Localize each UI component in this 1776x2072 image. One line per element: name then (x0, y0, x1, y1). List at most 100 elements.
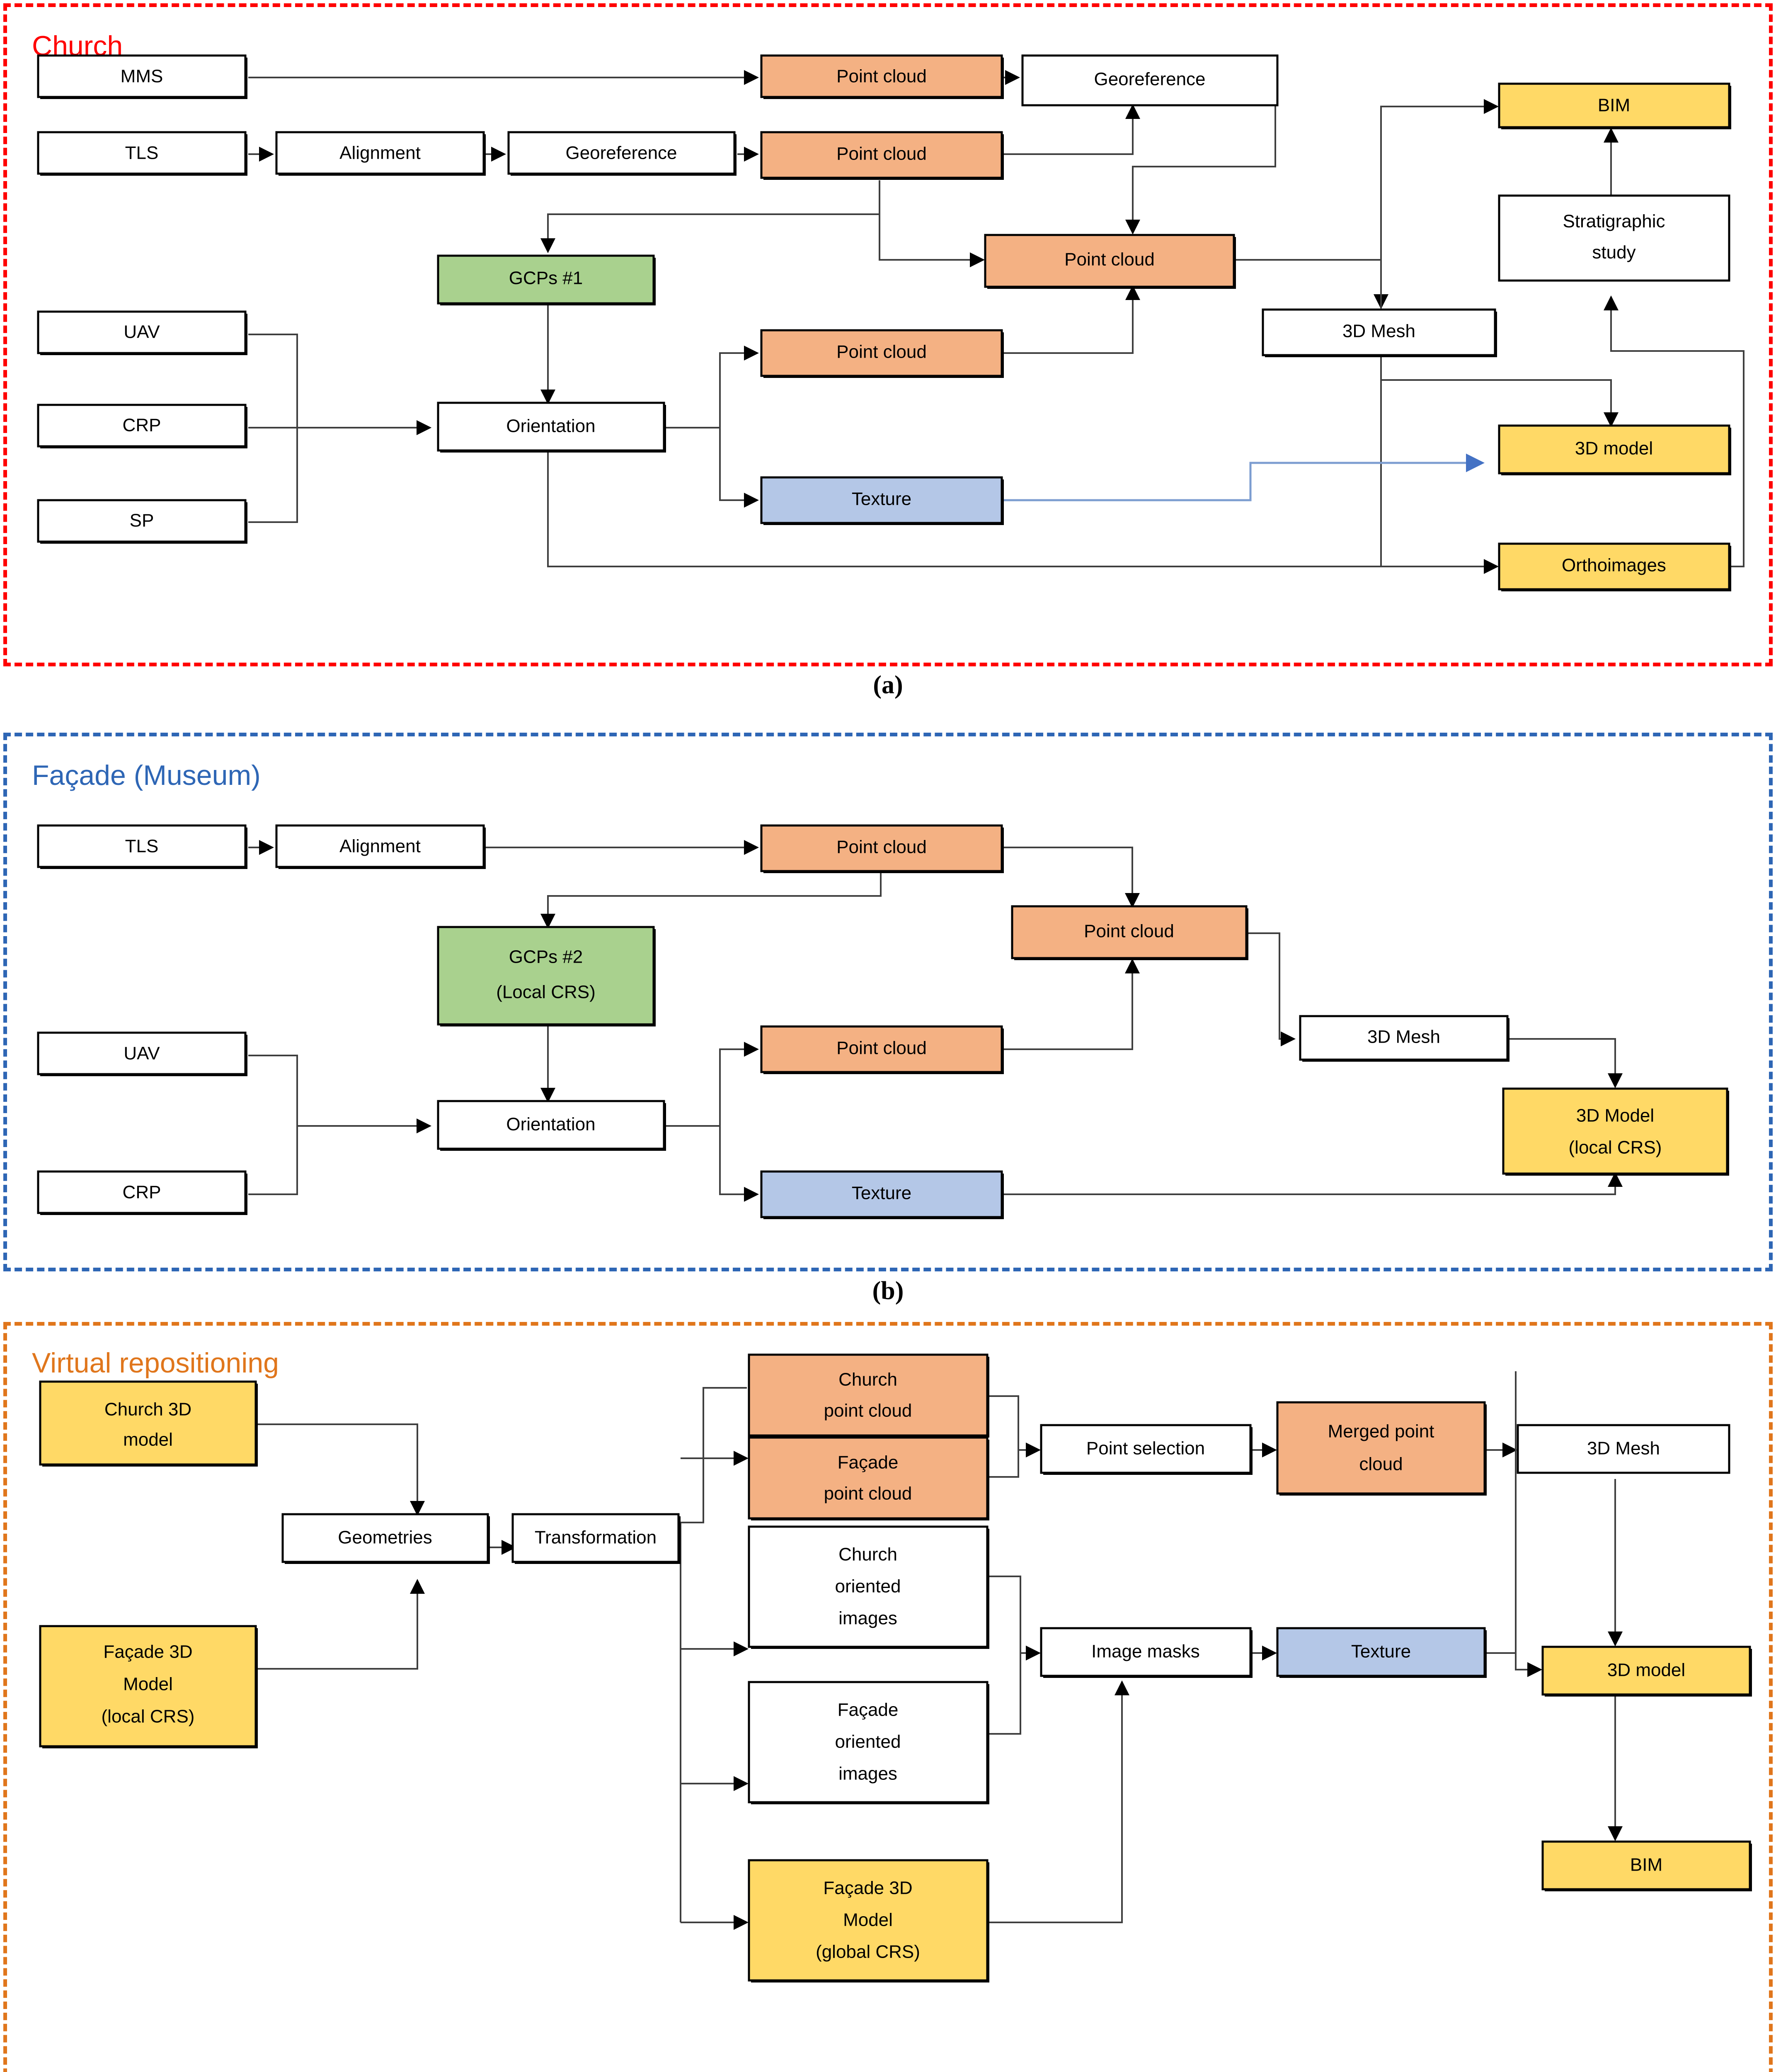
caption-b: (b) (872, 1277, 904, 1305)
node-3d-model-b-label-2: (local CRS) (1569, 1138, 1662, 1158)
node-texture[interactable] (760, 476, 1003, 524)
node-uav-b[interactable] (37, 1031, 247, 1075)
node-uav-label: UAV (124, 322, 160, 342)
node-3d-mesh[interactable] (1262, 308, 1496, 356)
node-sp[interactable] (37, 499, 247, 543)
node-gcps-2[interactable] (437, 926, 655, 1026)
node-merged-point-cloud-label-2: cloud (1359, 1454, 1403, 1474)
node-point-cloud-photo-b[interactable] (760, 1025, 1003, 1073)
node-bim-label: BIM (1598, 95, 1630, 116)
node-tls-b[interactable] (37, 824, 247, 868)
node-bim-c-label: BIM (1630, 1855, 1662, 1875)
node-church-3d-model-label-2: model (123, 1430, 173, 1450)
node-merged-point-cloud[interactable] (1276, 1401, 1486, 1495)
node-church-oriented-images[interactable] (748, 1525, 989, 1648)
node-texture-b[interactable] (760, 1170, 1003, 1218)
node-facade-oriented-images[interactable] (748, 1681, 989, 1803)
node-sp-label: SP (130, 511, 154, 531)
node-point-cloud-merged-b[interactable] (1011, 905, 1248, 959)
node-crp-label: CRP (123, 415, 161, 436)
node-crp-b[interactable] (37, 1170, 247, 1214)
node-orthoimages[interactable] (1498, 542, 1730, 591)
node-facade-3d-model-global-label-3: (global CRS) (816, 1942, 920, 1962)
node-facade-3d-model-global-label-1: Façade 3D (823, 1878, 912, 1898)
node-mms[interactable] (37, 54, 247, 98)
node-facade-3d-model-global[interactable] (748, 1859, 989, 1982)
node-3d-model-b[interactable] (1502, 1087, 1728, 1175)
node-geometries[interactable] (281, 1513, 489, 1563)
node-stratigraphic-study-label-2: study (1592, 242, 1635, 263)
node-texture-c-label: Texture (1351, 1641, 1411, 1662)
panel-title-virtual: Virtual repositioning (32, 1347, 279, 1379)
node-point-selection[interactable] (1040, 1424, 1252, 1474)
node-point-cloud-photo[interactable] (760, 329, 1003, 377)
node-georeference-tls[interactable] (507, 131, 736, 175)
node-merged-point-cloud-label-1: Merged point (1328, 1421, 1434, 1442)
panel-title-facade: Façade (Museum) (32, 760, 261, 791)
node-church-3d-model-label-1: Church 3D (104, 1399, 191, 1420)
node-texture-label: Texture (852, 489, 911, 509)
node-point-cloud-mms[interactable] (760, 54, 1003, 98)
node-3d-model[interactable] (1498, 424, 1730, 474)
node-alignment[interactable] (275, 131, 485, 175)
node-point-selection-label: Point selection (1086, 1438, 1205, 1459)
node-mms-label: MMS (121, 66, 163, 87)
panel-virtual: Virtual repositioning (3, 1322, 1773, 2072)
node-facade-oriented-images-label-2: oriented (835, 1732, 901, 1752)
node-church-oriented-images-label-2: oriented (835, 1576, 901, 1597)
node-3d-mesh-c[interactable] (1517, 1424, 1730, 1474)
node-facade-point-cloud[interactable] (748, 1436, 989, 1520)
facade-connectors (248, 840, 1623, 1202)
node-point-cloud-merged[interactable] (984, 234, 1235, 288)
node-texture-c[interactable] (1276, 1627, 1486, 1677)
node-church-point-cloud-label-2: point cloud (824, 1401, 912, 1421)
facade-nodes: TLS Alignment Point cloud GCPs #2 (Local… (37, 824, 1729, 1219)
node-gcps-1[interactable] (437, 254, 655, 305)
node-facade-3d-model-local-label-3: (local CRS) (102, 1706, 195, 1727)
node-church-point-cloud-label-1: Church (838, 1370, 897, 1390)
node-bim[interactable] (1498, 82, 1730, 128)
church-flow-svg: MMS TLS Alignment Georeference Point clo… (37, 54, 1745, 591)
church-connectors (248, 70, 1745, 574)
panel-facade: Façade (Museum) (3, 733, 1773, 1271)
node-crp[interactable] (37, 404, 247, 448)
node-geometries-label: Geometries (338, 1527, 432, 1548)
node-3d-model-c[interactable] (1541, 1646, 1751, 1696)
node-alignment-b[interactable] (275, 824, 485, 868)
node-orientation[interactable] (437, 402, 665, 452)
node-georeference-merge[interactable] (1021, 54, 1279, 107)
node-uav-b-label: UAV (124, 1043, 160, 1064)
node-church-3d-model[interactable] (39, 1380, 257, 1466)
node-3d-model-b-label-1: 3D Model (1576, 1106, 1654, 1126)
node-facade-point-cloud-label-1: Façade (838, 1452, 899, 1473)
node-point-cloud-tls-b-label: Point cloud (836, 837, 927, 857)
node-gcps-2-label-1: GCPs #2 (509, 947, 583, 967)
node-church-point-cloud[interactable] (748, 1353, 989, 1437)
node-stratigraphic-study[interactable] (1498, 194, 1730, 282)
node-bim-c[interactable] (1541, 1840, 1751, 1890)
node-3d-model-label: 3D model (1575, 438, 1653, 459)
node-image-masks-label: Image masks (1091, 1641, 1200, 1662)
node-uav[interactable] (37, 310, 247, 354)
panel-church: Church (3, 3, 1773, 666)
node-image-masks[interactable] (1040, 1627, 1252, 1677)
node-crp-b-label: CRP (123, 1182, 161, 1203)
node-tls[interactable] (37, 131, 247, 175)
node-facade-3d-model-local[interactable] (39, 1625, 257, 1748)
node-facade-oriented-images-label-1: Façade (838, 1700, 899, 1720)
node-facade-3d-model-local-label-2: Model (123, 1674, 173, 1694)
node-orientation-b[interactable] (437, 1100, 665, 1150)
node-point-cloud-tls-b[interactable] (760, 824, 1003, 872)
node-point-cloud-merged-label: Point cloud (1064, 249, 1155, 270)
node-facade-3d-model-global-label-2: Model (843, 1910, 893, 1930)
node-transformation[interactable] (511, 1513, 680, 1563)
node-church-oriented-images-label-3: images (838, 1608, 897, 1629)
node-orthoimages-label: Orthoimages (1562, 555, 1666, 576)
node-tls-label: TLS (125, 143, 159, 163)
node-point-cloud-tls[interactable] (760, 131, 1003, 179)
node-point-cloud-photo-b-label: Point cloud (836, 1038, 927, 1058)
node-3d-mesh-b-label: 3D Mesh (1367, 1027, 1440, 1047)
node-gcps-2-label-2: (Local CRS) (496, 982, 596, 1002)
node-3d-mesh-b[interactable] (1299, 1015, 1509, 1061)
